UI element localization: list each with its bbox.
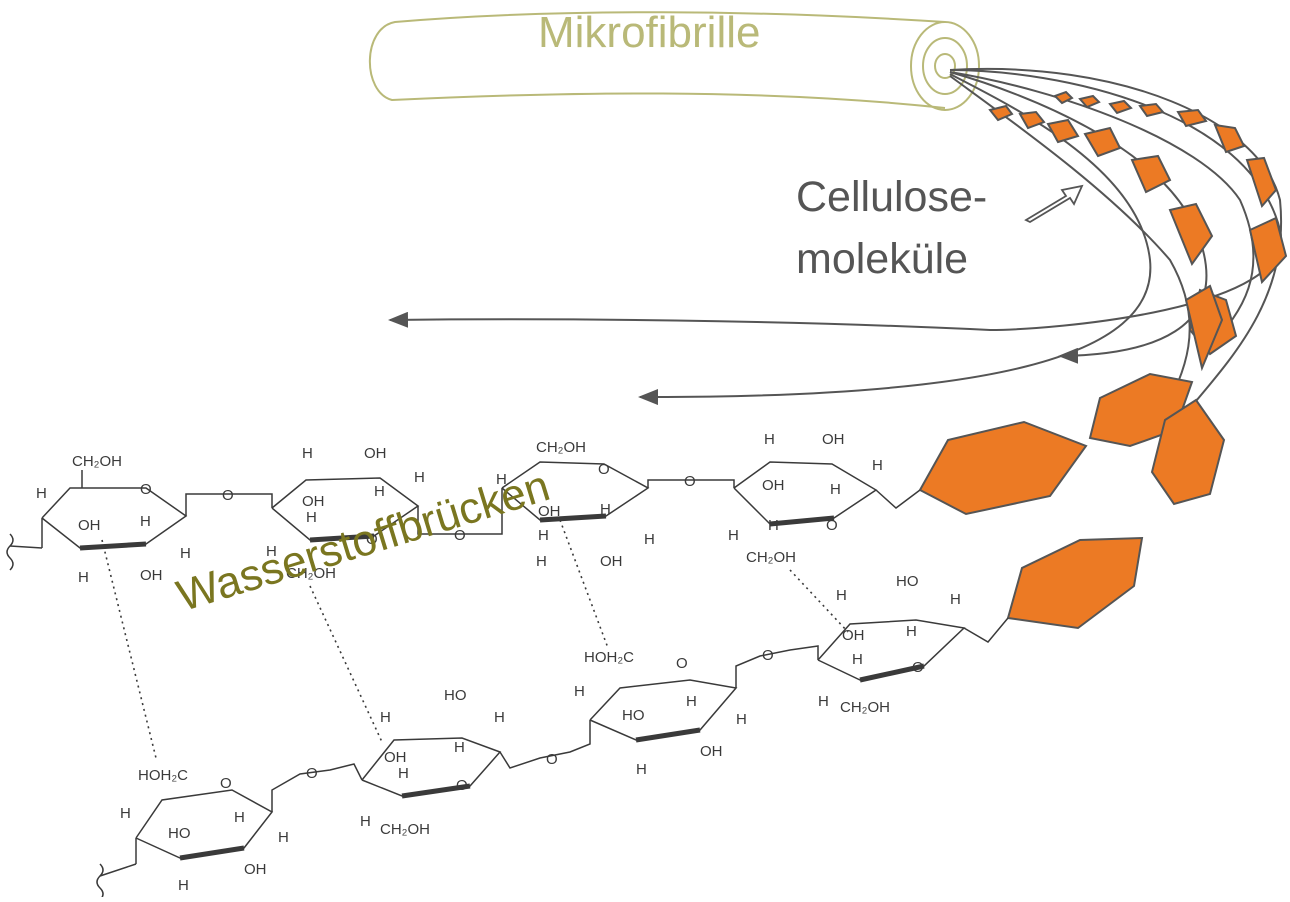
svg-text:H: H: [600, 501, 611, 518]
svg-text:HO: HO: [444, 687, 467, 704]
svg-text:OH: OH: [842, 627, 865, 644]
svg-text:CH₂OH: CH₂OH: [72, 453, 122, 470]
microfibril-cylinder: [368, 11, 980, 111]
svg-text:H: H: [36, 485, 47, 502]
svg-text:H: H: [398, 765, 409, 782]
svg-text:H: H: [574, 683, 585, 700]
svg-text:CH₂OH: CH₂OH: [536, 439, 586, 456]
svg-text:H: H: [686, 693, 697, 710]
svg-text:HOH₂C: HOH₂C: [138, 767, 188, 784]
svg-text:O: O: [366, 531, 378, 548]
svg-text:OH: OH: [762, 477, 785, 494]
svg-text:H: H: [454, 739, 465, 756]
svg-text:H: H: [306, 509, 317, 526]
svg-text:H: H: [768, 517, 779, 534]
svg-text:OH: OH: [364, 445, 387, 462]
svg-text:H: H: [728, 527, 739, 544]
svg-text:O: O: [454, 527, 466, 544]
svg-text:O: O: [456, 777, 468, 794]
svg-text:H: H: [818, 693, 829, 710]
svg-text:H: H: [78, 569, 89, 586]
svg-text:H: H: [836, 587, 847, 604]
hydrogen-bond-lines: [101, 519, 849, 759]
svg-text:O: O: [762, 647, 774, 664]
svg-text:O: O: [912, 659, 924, 676]
svg-text:O: O: [676, 655, 688, 672]
lower-wavy-chain-end-icon: [96, 863, 104, 901]
svg-text:OH: OH: [822, 431, 845, 448]
svg-text:CH₂OH: CH₂OH: [840, 699, 890, 716]
svg-text:O: O: [826, 517, 838, 534]
svg-text:O: O: [222, 487, 234, 504]
svg-text:OH: OH: [140, 567, 163, 584]
svg-text:H: H: [906, 623, 917, 640]
svg-text:H: H: [178, 877, 189, 894]
svg-text:OH: OH: [700, 743, 723, 760]
svg-text:H: H: [536, 553, 547, 570]
microfibril-label: Mikrofibrille: [538, 8, 761, 57]
svg-text:H: H: [278, 829, 289, 846]
svg-text:CH₂OH: CH₂OH: [286, 565, 336, 582]
glucose-ring-chain: [918, 90, 1288, 630]
svg-text:H: H: [360, 813, 371, 830]
svg-text:H: H: [266, 543, 277, 560]
cellulose-label-line2: moleküle: [796, 235, 969, 283]
svg-text:O: O: [684, 473, 696, 490]
svg-text:HO: HO: [896, 573, 919, 590]
svg-text:H: H: [830, 481, 841, 498]
svg-text:H: H: [494, 709, 505, 726]
svg-text:H: H: [120, 805, 131, 822]
upper-glucose-chain: [6, 461, 921, 571]
svg-text:H: H: [736, 711, 747, 728]
svg-text:H: H: [872, 457, 883, 474]
svg-text:O: O: [546, 751, 558, 768]
svg-text:H: H: [636, 761, 647, 778]
wavy-chain-end-icon: [6, 533, 14, 571]
svg-text:H: H: [764, 431, 775, 448]
lower-glucose-chain: [96, 617, 1009, 901]
svg-text:HO: HO: [168, 825, 191, 842]
svg-text:H: H: [140, 513, 151, 530]
svg-text:O: O: [220, 775, 232, 792]
svg-text:OH: OH: [302, 493, 325, 510]
svg-text:O: O: [598, 461, 610, 478]
svg-text:CH₂OH: CH₂OH: [746, 549, 796, 566]
svg-text:H: H: [644, 531, 655, 548]
svg-text:OH: OH: [384, 749, 407, 766]
svg-text:O: O: [140, 481, 152, 498]
svg-text:OH: OH: [538, 503, 561, 520]
svg-text:H: H: [374, 483, 385, 500]
svg-text:HOH₂C: HOH₂C: [584, 649, 634, 666]
svg-text:CH₂OH: CH₂OH: [380, 821, 430, 838]
svg-text:H: H: [414, 469, 425, 486]
svg-text:H: H: [234, 809, 245, 826]
svg-text:H: H: [380, 709, 391, 726]
cellulose-label-line1: Cellulose-: [796, 173, 988, 221]
svg-text:H: H: [496, 471, 507, 488]
right-arrow-icon: [1024, 184, 1084, 224]
svg-text:OH: OH: [244, 861, 267, 878]
cellulose-molecules-label: Cellulose- moleküle: [796, 166, 987, 290]
svg-text:H: H: [180, 545, 191, 562]
svg-text:O: O: [306, 765, 318, 782]
svg-text:H: H: [950, 591, 961, 608]
svg-text:H: H: [538, 527, 549, 544]
svg-text:H: H: [852, 651, 863, 668]
svg-text:OH: OH: [78, 517, 101, 534]
svg-text:HO: HO: [622, 707, 645, 724]
svg-text:OH: OH: [600, 553, 623, 570]
svg-text:H: H: [302, 445, 313, 462]
